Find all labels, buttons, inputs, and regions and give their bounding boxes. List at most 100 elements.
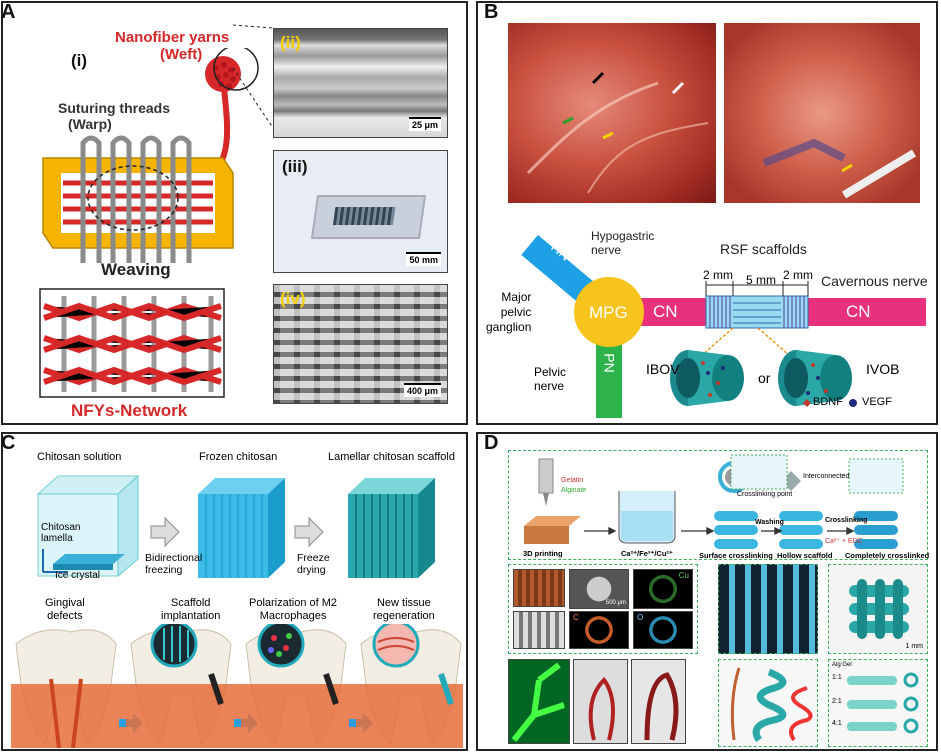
major-line3: ganglion [486, 320, 532, 334]
lamellar-cube [348, 478, 435, 578]
step-3d-label: 3D printing [523, 549, 563, 558]
panel-b: B [476, 1, 938, 425]
gingival-label: Gingival defects [45, 597, 85, 623]
nerve-schematic [521, 235, 926, 418]
step-ions-label: Ca²⁺/Fe³⁺/Cu²⁺ [621, 549, 673, 558]
edx-cu-photo: Cu [633, 569, 693, 609]
gingival-line2: defects [47, 610, 83, 622]
sem-image-ii: (ii) 25 μm [273, 28, 448, 138]
label-ii: (ii) [280, 33, 301, 52]
step-surface-label: Surface crosslinking [699, 551, 773, 560]
hypogastric-line2: nerve [591, 243, 622, 257]
alginate-label: Alginate [561, 487, 587, 494]
ratio1-label: 1:1 [832, 674, 842, 681]
bdnf-label: BDNF [813, 396, 843, 408]
lamellar-label: Lamellar chitosan scaffold [328, 451, 455, 463]
nanofiber-line1: Nanofiber yarns [115, 29, 230, 46]
pn-label: PN [601, 353, 618, 373]
bidir-label: Bidirectional freezing [145, 552, 202, 576]
lamella-line2: lamella [41, 533, 73, 544]
tube-photo-2 [631, 659, 686, 744]
bidir-line2: freezing [145, 564, 183, 576]
panel-a-label: A [1, 1, 16, 23]
pelvic-line2: nerve [534, 379, 565, 393]
gelatin-label: Gelatin [561, 477, 584, 484]
nfy-network-diagram [39, 288, 225, 398]
bottom-box-ratios: Alg:Gel 1:1 2:1 4:1 [828, 659, 928, 747]
middle-row-box-1: 500 μm C Cu O [508, 564, 698, 654]
ratio2-label: 2:1 [832, 698, 842, 705]
edx-c-label: C [573, 613, 579, 622]
nanofiber-label: Nanofiber yarns (Weft) [115, 29, 229, 63]
ice-crystal-label: Ice crystal [55, 570, 101, 581]
crosslinking-point-label: Crosslinking point [737, 491, 793, 498]
sem-filaments-photo [513, 611, 565, 649]
frozen-label: Frozen chitosan [199, 451, 278, 463]
suturing-line2: (Warp) [68, 116, 112, 132]
panel-d: D [476, 432, 938, 751]
gingival-line1: Gingival [45, 597, 85, 609]
or-label: or [758, 370, 771, 386]
step-hollow-label: Hollow scaffold [777, 551, 833, 560]
dim-label-3: 2 mm [783, 268, 813, 282]
washing-label: Washing [755, 519, 784, 526]
edc-label: Ca²⁺ + EDC [825, 538, 863, 545]
weaving-label: Weaving [101, 260, 171, 279]
cn-left-label: CN [653, 302, 678, 321]
crosslinking-label: Crosslinking [825, 517, 868, 524]
polar-line2: Macrophages [259, 610, 327, 622]
vegf-label: VEGF [862, 396, 892, 408]
lamella-line1: Chitosan [41, 522, 81, 533]
photo-iii: (iii) 50 mm [273, 150, 448, 273]
panel-a: A (i) Na [1, 1, 468, 425]
surgical-photo-right [724, 23, 920, 203]
ibov-cylinder [670, 350, 744, 406]
freeze-line2: drying [297, 564, 326, 576]
ivob-label: IVOB [866, 361, 900, 377]
hypogastric-label: Hypogastric nerve [591, 229, 654, 257]
process-flow-box: Gelatin Alginate Interconnected Crosslin… [508, 450, 929, 560]
dim-label-1: 2 mm [703, 268, 733, 282]
suturing-line1: Suturing threads [58, 100, 171, 116]
newtissue-line1: New tissue [376, 597, 431, 609]
freeze-casting-schematic [36, 474, 435, 578]
dim-label-2: 5 mm [746, 273, 776, 287]
ibov-label: IBOV [646, 361, 680, 377]
panel-d-label: D [484, 432, 499, 454]
sem-image-iv: (iv) 400 μm [273, 284, 448, 404]
hypogastric-line1: Hypogastric [591, 229, 655, 243]
sem-cross-section-photo: 500 μm [569, 569, 629, 609]
mpg-label: MPG [589, 303, 628, 322]
ratio-tubes [847, 672, 919, 734]
edx-c-photo: C [569, 611, 629, 649]
scaffold-line1: Scaffold [170, 597, 211, 609]
lamella-label: Chitosan lamella [41, 522, 80, 544]
label-iii: (iii) [282, 157, 308, 176]
tooth-stage-3 [241, 624, 356, 748]
panel-b-label: B [484, 1, 499, 23]
new-tissue-label: New tissue regeneration [373, 597, 435, 623]
scale-500-label: 500 μm [605, 600, 626, 606]
freeze-line1: Freeze [297, 552, 330, 564]
polarization-label: Polarization of M2 Macrophages [249, 597, 337, 623]
edx-cu-label: Cu [678, 571, 689, 580]
panel-c: C [1, 432, 468, 751]
polar-line1: Polarization of M2 [249, 597, 338, 609]
process-flow-graphics [524, 454, 904, 549]
middle-row-box-2 [718, 564, 818, 654]
scale-1mm-label: 1 mm [905, 643, 924, 650]
bidir-line1: Bidirectional [145, 552, 203, 564]
ratio3-label: 4:1 [832, 720, 842, 727]
suturing-label: Suturing threads (Warp) [58, 100, 170, 132]
major-line2: pelvic [500, 305, 532, 319]
teeth-illustration [11, 624, 463, 748]
rsf-label: RSF scaffolds [720, 241, 807, 257]
edx-o-photo: O [633, 611, 693, 649]
weaving-schematic [42, 48, 259, 263]
frozen-cube [198, 478, 285, 578]
major-label: Major pelvic ganglion [486, 290, 531, 335]
arrow-right-1 [150, 516, 180, 548]
zoom-lines [232, 24, 274, 129]
edx-o-label: O [637, 613, 644, 622]
major-line1: Major [501, 290, 532, 304]
